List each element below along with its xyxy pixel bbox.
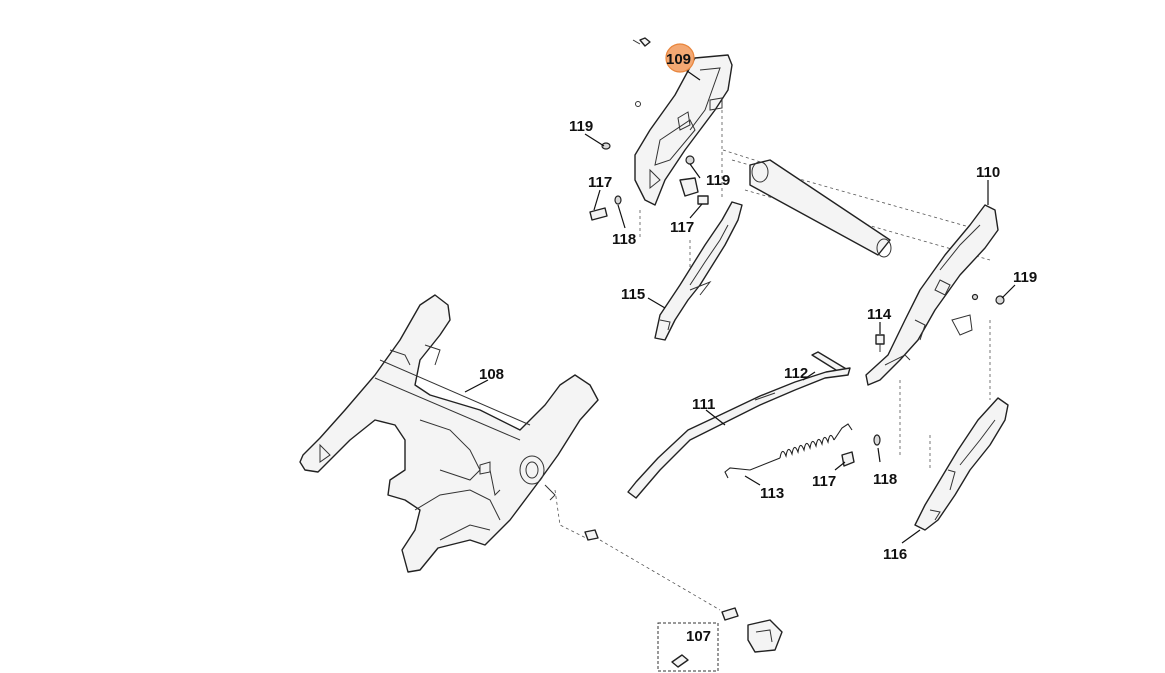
label-111[interactable]: 111 bbox=[692, 396, 715, 413]
label-116[interactable]: 116 bbox=[883, 546, 907, 563]
part-108-housing[interactable] bbox=[299, 294, 599, 573]
hardware-center bbox=[841, 434, 881, 467]
leader-lines bbox=[464, 65, 1016, 544]
part-115-left-rail[interactable] bbox=[654, 201, 743, 341]
part-labels: 109 119 119 117 118 117 115 110 119 114 … bbox=[479, 51, 1037, 645]
highlight-marker-109 bbox=[665, 43, 695, 73]
label-114[interactable]: 114 bbox=[867, 306, 892, 323]
label-119-upper-center[interactable]: 119 bbox=[706, 172, 730, 189]
cross-tube bbox=[749, 159, 892, 258]
cable-assembly bbox=[584, 529, 783, 653]
label-115[interactable]: 115 bbox=[621, 286, 645, 303]
label-108[interactable]: 108 bbox=[479, 366, 504, 383]
hardware-upper-left bbox=[589, 142, 709, 221]
label-119-right[interactable]: 119 bbox=[1013, 269, 1037, 286]
part-107-box bbox=[657, 622, 719, 672]
label-107[interactable]: 107 bbox=[686, 628, 711, 645]
label-118-left[interactable]: 118 bbox=[612, 231, 636, 248]
part-113-spring[interactable] bbox=[724, 423, 853, 479]
label-117-left[interactable]: 117 bbox=[588, 174, 612, 191]
part-110-right-side-plate[interactable] bbox=[865, 204, 999, 386]
label-112[interactable]: 112 bbox=[784, 365, 808, 382]
label-117-lower[interactable]: 117 bbox=[812, 473, 836, 490]
hardware-right bbox=[971, 293, 1005, 305]
part-107-washer[interactable] bbox=[671, 654, 689, 668]
label-113[interactable]: 113 bbox=[760, 485, 784, 502]
part-111-lever[interactable] bbox=[627, 367, 851, 499]
label-119-upper-left[interactable]: 119 bbox=[569, 118, 593, 135]
part-116-right-rail[interactable] bbox=[914, 397, 1009, 531]
part-109-handle-bracket[interactable] bbox=[632, 37, 733, 206]
label-117-center[interactable]: 117 bbox=[670, 219, 694, 236]
part-114-bolt[interactable] bbox=[875, 334, 885, 352]
label-110[interactable]: 110 bbox=[976, 164, 1000, 181]
label-118-lower[interactable]: 118 bbox=[873, 471, 897, 488]
label-109[interactable]: 109 bbox=[666, 51, 691, 68]
